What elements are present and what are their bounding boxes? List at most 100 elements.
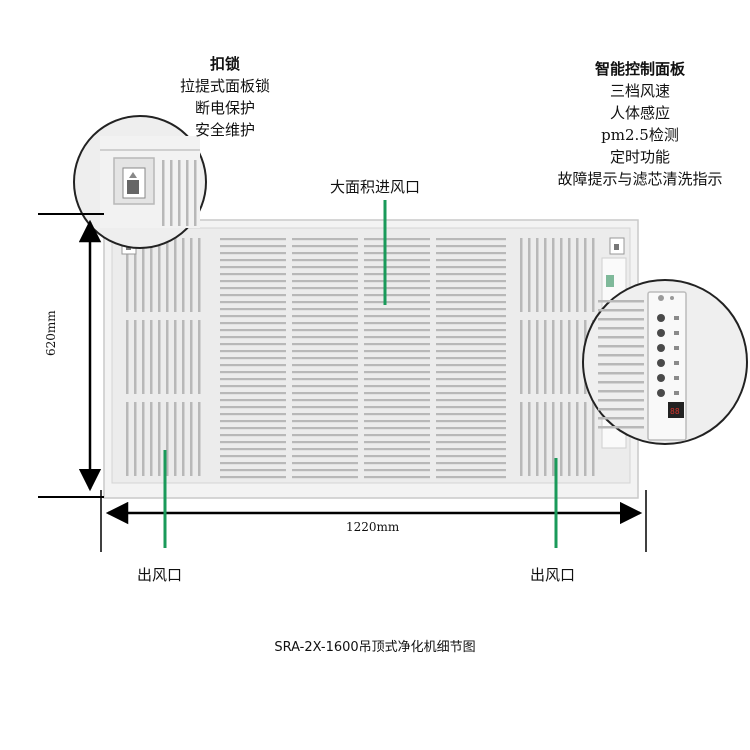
inlet-slat xyxy=(292,315,358,318)
grille-slot xyxy=(520,238,523,312)
inlet-slat xyxy=(436,371,506,374)
inlet-slat xyxy=(436,434,506,437)
inlet-slat xyxy=(364,287,430,290)
button-indicator xyxy=(674,346,679,350)
inlet-slat xyxy=(436,301,506,304)
callout-slot xyxy=(598,336,644,339)
inlet-slat xyxy=(436,399,506,402)
inlet-slat xyxy=(220,462,286,465)
button-indicator xyxy=(674,316,679,320)
callout-slot xyxy=(194,160,197,226)
callout-slot xyxy=(598,363,644,366)
inlet-slat xyxy=(220,441,286,444)
callout-slot xyxy=(598,300,644,303)
callout-slot xyxy=(170,160,173,226)
callout-slot xyxy=(178,160,181,226)
inlet-label: 大面积进风口 xyxy=(330,178,421,196)
inlet-slat xyxy=(364,308,430,311)
inlet-slat xyxy=(364,399,430,402)
grille-slot xyxy=(544,320,547,394)
inlet-slat xyxy=(220,378,286,381)
grille-slot xyxy=(198,238,201,312)
inlet-slat xyxy=(436,462,506,465)
grille-slot xyxy=(166,238,169,312)
grille-slot xyxy=(592,238,595,312)
inlet-slat xyxy=(220,448,286,451)
inlet-slat xyxy=(436,420,506,423)
inlet-slat xyxy=(220,301,286,304)
inlet-slat xyxy=(364,364,430,367)
control-line: 人体感应 xyxy=(609,104,670,122)
control-line: 故障提示与滤芯清洗指示 xyxy=(557,170,723,188)
control-callout-detail: 88 xyxy=(598,291,687,441)
inlet-slat xyxy=(220,392,286,395)
inlet-slat xyxy=(220,343,286,346)
inlet-grille xyxy=(220,238,506,479)
inlet-slat xyxy=(436,392,506,395)
inlet-slat xyxy=(220,238,286,241)
inlet-slat xyxy=(220,371,286,374)
inlet-slat xyxy=(364,294,430,297)
control-line: pm2.5检测 xyxy=(601,126,679,144)
control-button xyxy=(657,329,665,337)
inlet-slat xyxy=(292,308,358,311)
grille-slot xyxy=(126,320,129,394)
inlet-slat xyxy=(220,476,286,479)
grille-slot xyxy=(134,238,137,312)
grille-slot xyxy=(134,402,137,476)
inlet-slat xyxy=(292,441,358,444)
grille-slot xyxy=(174,238,177,312)
inlet-slat xyxy=(436,273,506,276)
callout-slot xyxy=(598,399,644,402)
inlet-slat xyxy=(364,301,430,304)
inlet-slat xyxy=(292,287,358,290)
grille-slot xyxy=(190,238,193,312)
inlet-slat xyxy=(364,273,430,276)
inlet-slat xyxy=(292,462,358,465)
led-display xyxy=(668,402,684,418)
grille-slot xyxy=(552,402,555,476)
inlet-slat xyxy=(220,322,286,325)
inlet-slat xyxy=(292,420,358,423)
grille-slot xyxy=(544,402,547,476)
inlet-slat xyxy=(364,329,430,332)
inlet-slat xyxy=(436,413,506,416)
inlet-slat xyxy=(220,413,286,416)
inlet-slat xyxy=(364,434,430,437)
inlet-slat xyxy=(220,315,286,318)
grille-slot xyxy=(182,238,185,312)
inlet-slat xyxy=(364,420,430,423)
grille-slot xyxy=(528,238,531,312)
control-button xyxy=(657,374,665,382)
inlet-slat xyxy=(364,350,430,353)
grille-slot xyxy=(126,238,129,312)
inlet-slat xyxy=(220,469,286,472)
grille-slot xyxy=(158,402,161,476)
control-label-block: 智能控制面板 三档风速 人体感应 pm2.5检测 定时功能 故障提示与滤芯清洗指… xyxy=(528,58,750,190)
callout-slot xyxy=(598,408,644,411)
callout-slot xyxy=(598,318,644,321)
grille-slot xyxy=(568,402,571,476)
inlet-slat xyxy=(220,434,286,437)
inlet-slat xyxy=(364,392,430,395)
inlet-slat xyxy=(436,266,506,269)
inlet-slat xyxy=(220,287,286,290)
inlet-slat xyxy=(292,364,358,367)
inlet-slat xyxy=(220,280,286,283)
inlet-slat xyxy=(364,441,430,444)
inlet-slat xyxy=(364,385,430,388)
grille-slot xyxy=(536,238,539,312)
button-indicator xyxy=(674,391,679,395)
inlet-slat xyxy=(292,448,358,451)
inlet-slat xyxy=(436,294,506,297)
inlet-slat xyxy=(436,378,506,381)
inlet-slat xyxy=(436,455,506,458)
callout-slot xyxy=(598,417,644,420)
inlet-slat xyxy=(220,273,286,276)
inlet-slat xyxy=(292,238,358,241)
inlet-slat xyxy=(364,462,430,465)
inlet-slat xyxy=(292,357,358,360)
inlet-slat xyxy=(220,252,286,255)
inlet-slat xyxy=(364,476,430,479)
grille-slot xyxy=(552,320,555,394)
